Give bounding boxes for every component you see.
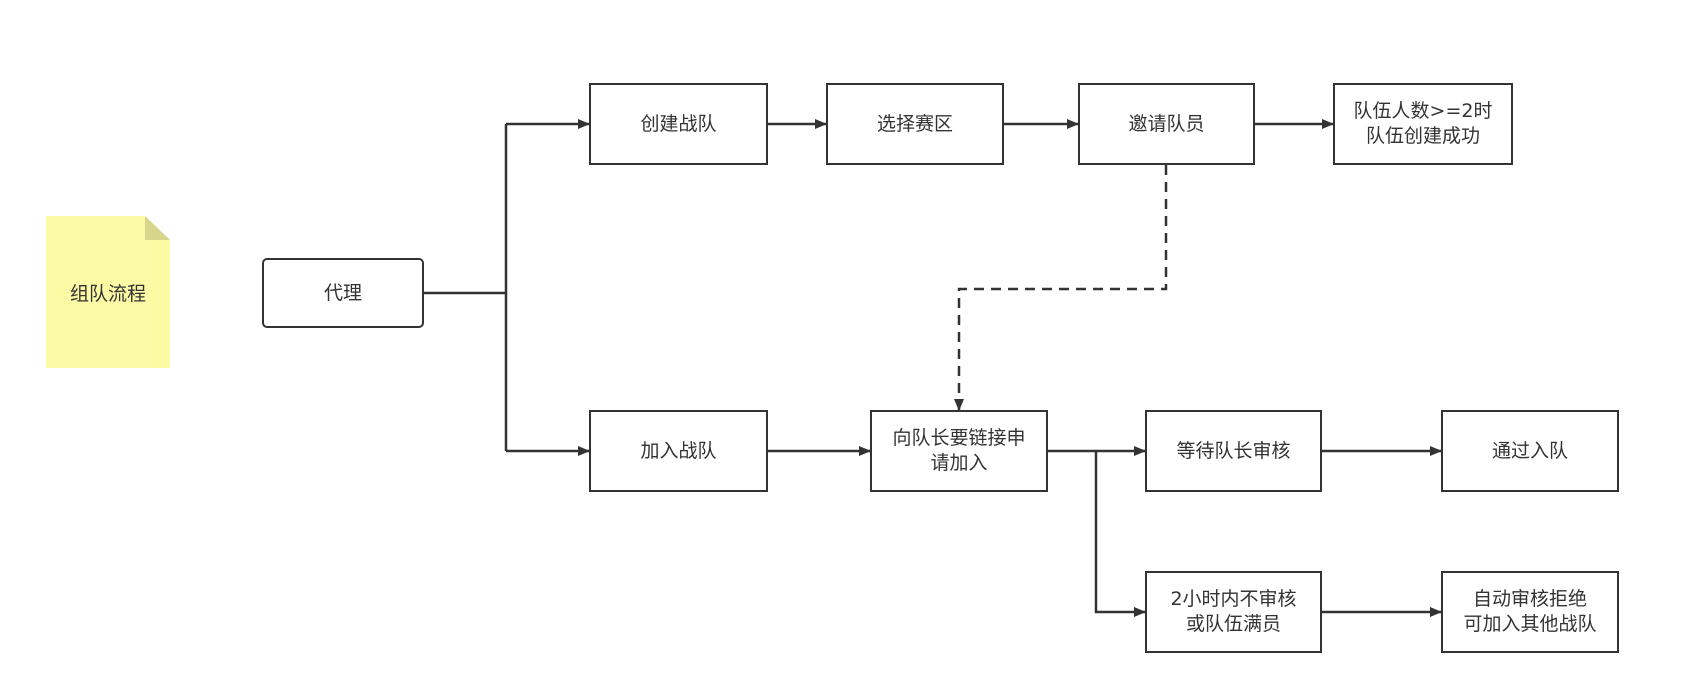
- node-create-team[interactable]: 创建战队: [589, 83, 768, 165]
- node-agent[interactable]: 代理: [262, 258, 424, 328]
- sticky-note: 组队流程: [46, 216, 170, 368]
- node-invite-members[interactable]: 邀请队员: [1078, 83, 1255, 165]
- sticky-note-label: 组队流程: [69, 282, 146, 305]
- node-auto-reject[interactable]: 自动审核拒绝 可加入其他战队: [1441, 571, 1619, 653]
- node-select-region[interactable]: 选择赛区: [826, 83, 1004, 165]
- node-approved[interactable]: 通过入队: [1441, 410, 1619, 492]
- arrow-request-link-to-timeout: [1094, 451, 1146, 617]
- node-wait-review[interactable]: 等待队长审核: [1145, 410, 1322, 492]
- dashed-arrow-invite-to-request-link: [954, 165, 1168, 411]
- node-join-team[interactable]: 加入战队: [589, 410, 768, 492]
- node-team-created[interactable]: 队伍人数>=2时 队伍创建成功: [1333, 83, 1513, 165]
- node-timeout[interactable]: 2小时内不审核 或队伍满员: [1145, 571, 1322, 653]
- node-request-link[interactable]: 向队长要链接申 请加入: [870, 410, 1048, 492]
